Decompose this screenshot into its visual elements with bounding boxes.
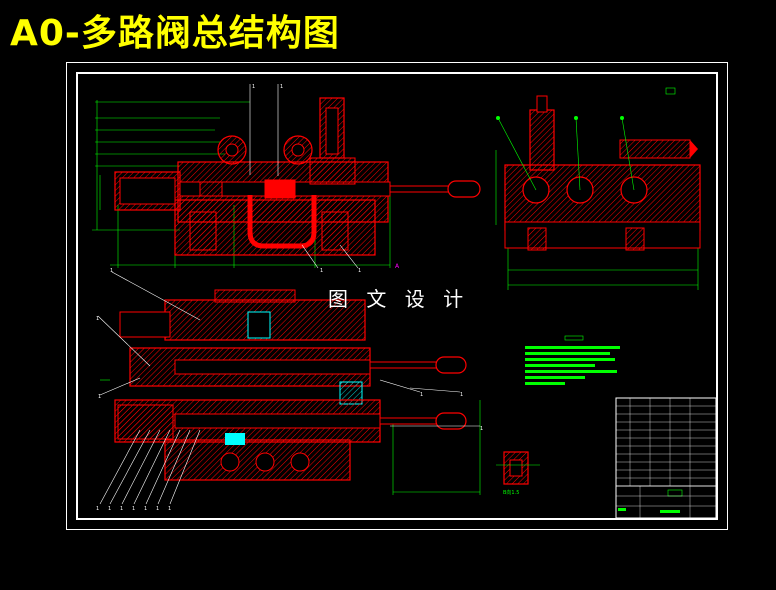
svg-text:1: 1 <box>98 394 101 400</box>
svg-text:1: 1 <box>132 506 135 512</box>
svg-text:1: 1 <box>156 506 159 512</box>
front-section-view: 1 1 1 1 A <box>92 84 481 274</box>
svg-text:1: 1 <box>96 506 99 512</box>
sheet-outer-border <box>66 62 728 530</box>
svg-text:1: 1 <box>358 268 361 274</box>
svg-text:1: 1 <box>320 268 323 274</box>
svg-text:1: 1 <box>96 316 99 322</box>
sheet-inner-border <box>76 72 718 520</box>
svg-text:1: 1 <box>252 84 255 90</box>
detail-view-b: B向1.5 <box>496 451 540 496</box>
svg-text:A: A <box>395 263 400 270</box>
plan-view: 1 1 1 1 1 1 1 1 1 1 1 1 1 <box>96 268 483 512</box>
detail-note: B向1.5 <box>503 489 519 496</box>
title-block <box>615 397 717 519</box>
watermark-text: 图 文 设 计 <box>328 287 470 311</box>
svg-text:1: 1 <box>280 84 283 90</box>
svg-text:1: 1 <box>110 268 113 274</box>
side-view <box>495 87 701 290</box>
technical-notes <box>525 335 620 385</box>
drawing-title: A0-多路阀总结构图 <box>10 13 340 54</box>
svg-text:1: 1 <box>480 426 483 432</box>
svg-text:1: 1 <box>108 506 111 512</box>
svg-text:1: 1 <box>460 392 463 398</box>
svg-text:1: 1 <box>420 392 423 398</box>
svg-text:1: 1 <box>120 506 123 512</box>
svg-text:1: 1 <box>144 506 147 512</box>
svg-text:1: 1 <box>168 506 171 512</box>
